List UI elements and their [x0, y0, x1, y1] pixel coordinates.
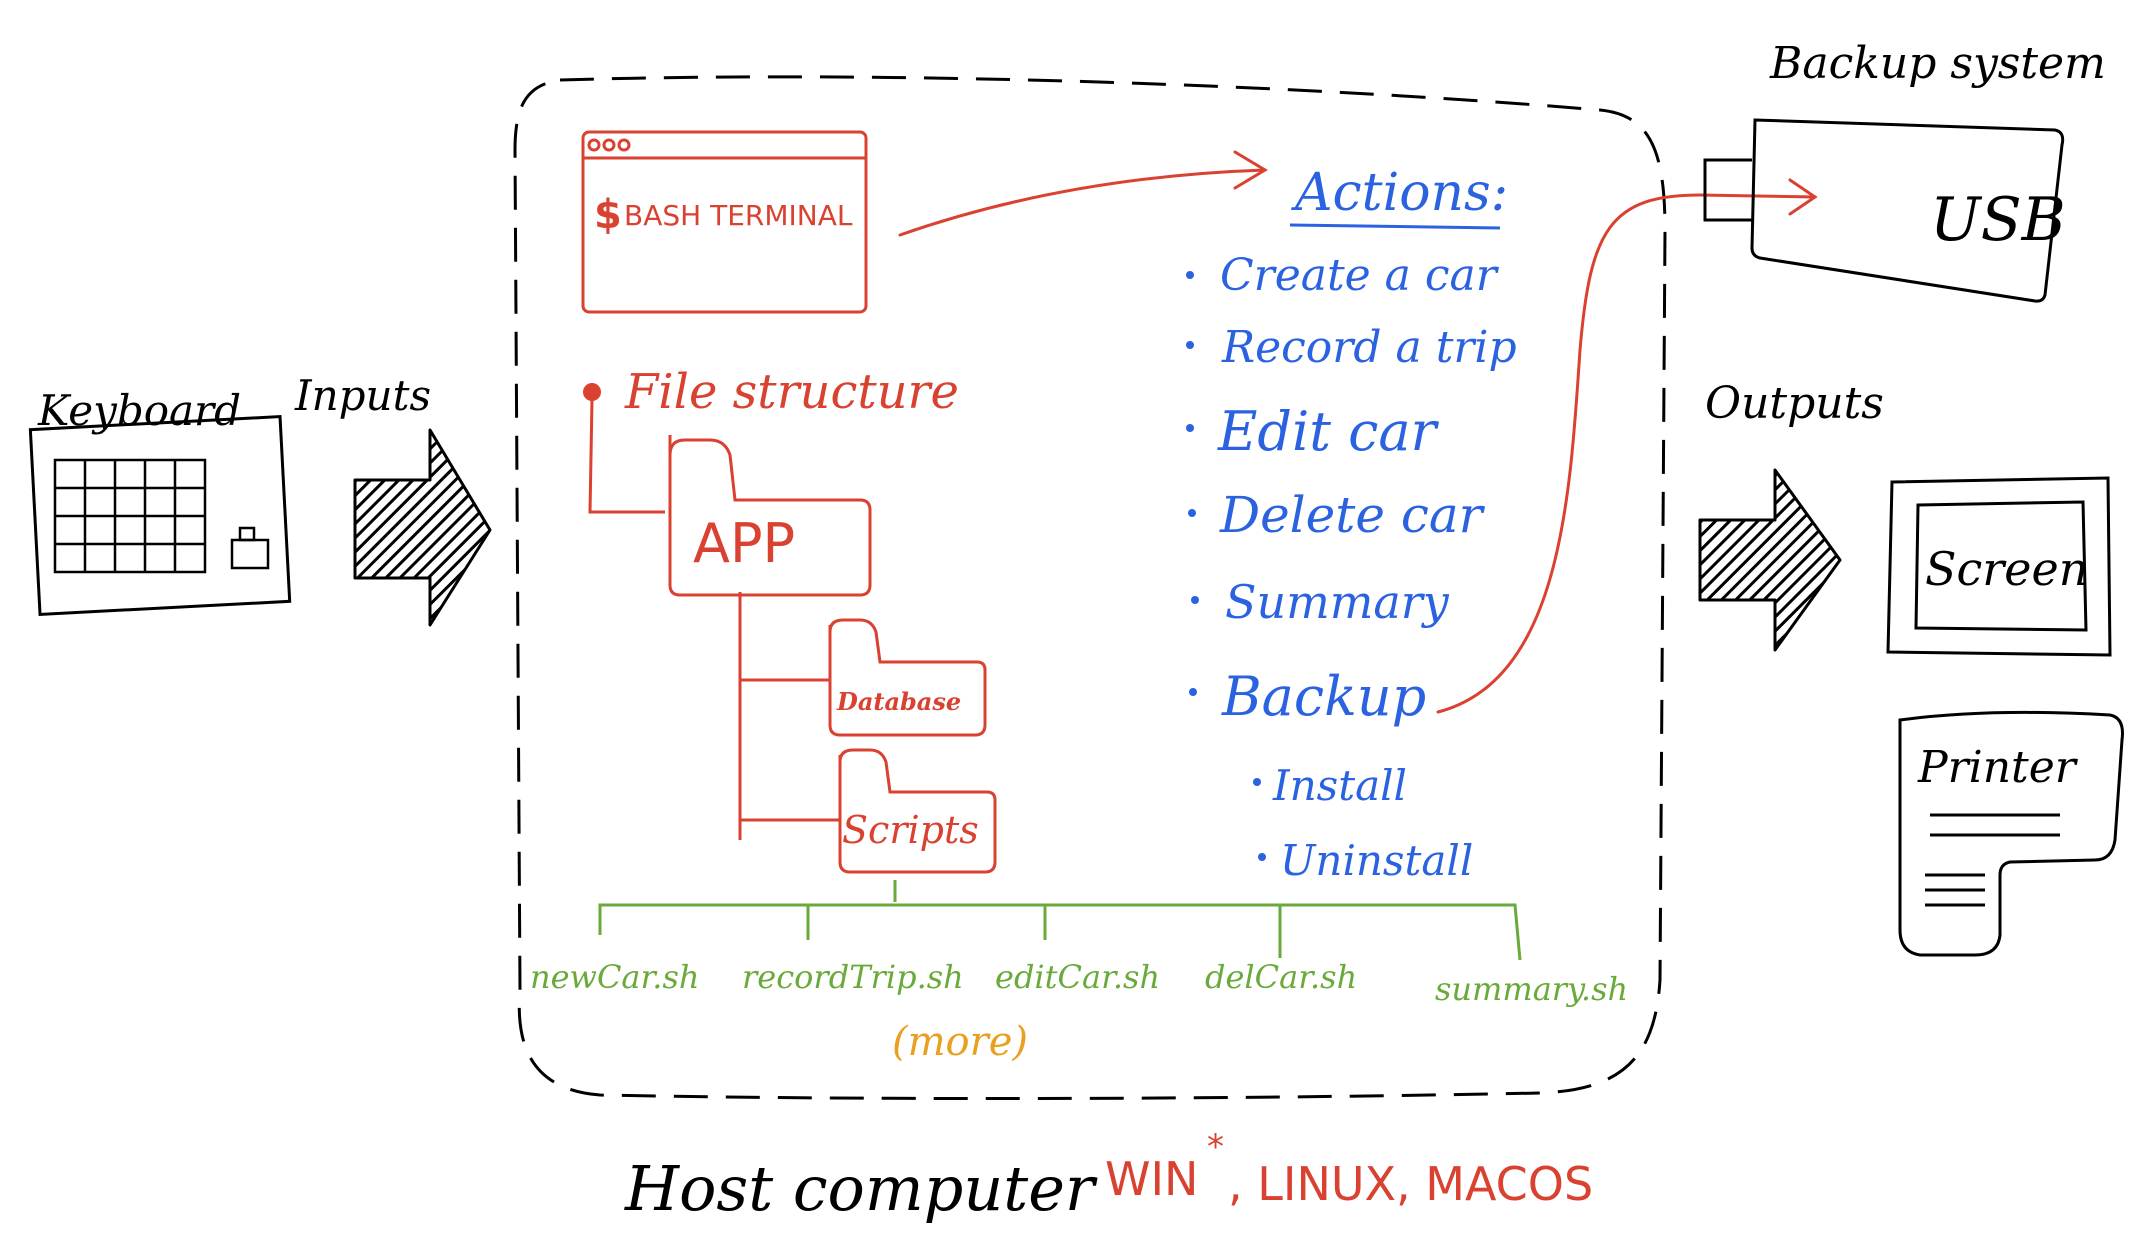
database-folder [828, 618, 987, 737]
action-item-label: Create a car [1220, 250, 1500, 301]
os-win-label: WIN [1105, 1152, 1198, 1206]
scripts-folder [838, 748, 997, 874]
file-tree-lines [588, 399, 840, 840]
action-sub-item: Install [1253, 761, 1407, 810]
action-item: Record a trip [1186, 322, 1517, 373]
host-computer-label: Host computer [624, 1152, 1098, 1225]
terminal-label: BASH TERMINAL [624, 199, 853, 232]
keyboard-icon [28, 415, 292, 616]
screen-monitor-icon [1886, 476, 2112, 657]
script-file: recordTrip.sh [742, 958, 964, 996]
terminal-to-actions-arrow [898, 150, 1268, 237]
outputs-arrow-icon [1698, 468, 1842, 652]
action-item: Backup [1189, 665, 1426, 728]
backup-system-title: Backup system [1769, 38, 2106, 89]
action-item: Edit car [1186, 400, 1440, 463]
keyboard-label: Keyboard [37, 386, 241, 435]
action-item-label: Record a trip [1221, 322, 1517, 373]
actions-title: Actions: [1291, 163, 1508, 223]
action-item-label: Summary [1225, 575, 1450, 629]
file-structure-title: File structure [624, 364, 959, 420]
action-item: Delete car [1188, 486, 1486, 544]
script-file: delCar.sh [1205, 958, 1357, 996]
scripts-more-label: (more) [892, 1019, 1028, 1065]
app-folder [668, 435, 872, 597]
app-folder-label: APP [693, 512, 795, 575]
inputs-arrow-icon [353, 428, 492, 627]
actions-title-underline [1289, 223, 1501, 230]
os-list-label: , LINUX, MACOS [1228, 1157, 1593, 1211]
file-structure-bullet [583, 383, 601, 401]
action-sub-item: Uninstall [1258, 836, 1473, 885]
action-item: Summary [1191, 575, 1450, 629]
backup-to-usb-arrow [1436, 178, 1818, 714]
database-folder-label: Database [836, 687, 961, 716]
actions-list: Create a car Record a trip Edit car Dele… [1186, 250, 1517, 885]
scripts-folder-label: Scripts [842, 808, 979, 852]
os-asterisk-label: * [1207, 1127, 1224, 1167]
script-file: editCar.sh [995, 958, 1160, 996]
printer-icon [1898, 710, 2124, 957]
scripts-tree-lines [598, 880, 1522, 961]
script-files: newCar.sh recordTrip.sh editCar.sh delCa… [530, 958, 1628, 1008]
host-computer-boundary [513, 75, 1667, 1101]
action-item-label: Delete car [1219, 486, 1486, 544]
action-item: Create a car [1186, 250, 1500, 301]
bash-terminal-window [581, 130, 868, 314]
usb-label: USB [1930, 185, 2066, 255]
inputs-label: Inputs [294, 371, 431, 420]
script-file: summary.sh [1435, 970, 1628, 1008]
action-sub-item-label: Uninstall [1280, 836, 1473, 885]
outputs-label: Outputs [1705, 378, 1884, 429]
script-file: newCar.sh [530, 958, 699, 996]
printer-label: Printer [1917, 742, 2079, 793]
action-sub-item-label: Install [1272, 761, 1407, 810]
screen-label: Screen [1925, 542, 2088, 596]
usb-drive-icon [1703, 118, 2065, 303]
terminal-dollar-icon: $ [594, 192, 622, 238]
action-item-label: Backup [1221, 665, 1426, 728]
action-item-label: Edit car [1217, 400, 1440, 463]
